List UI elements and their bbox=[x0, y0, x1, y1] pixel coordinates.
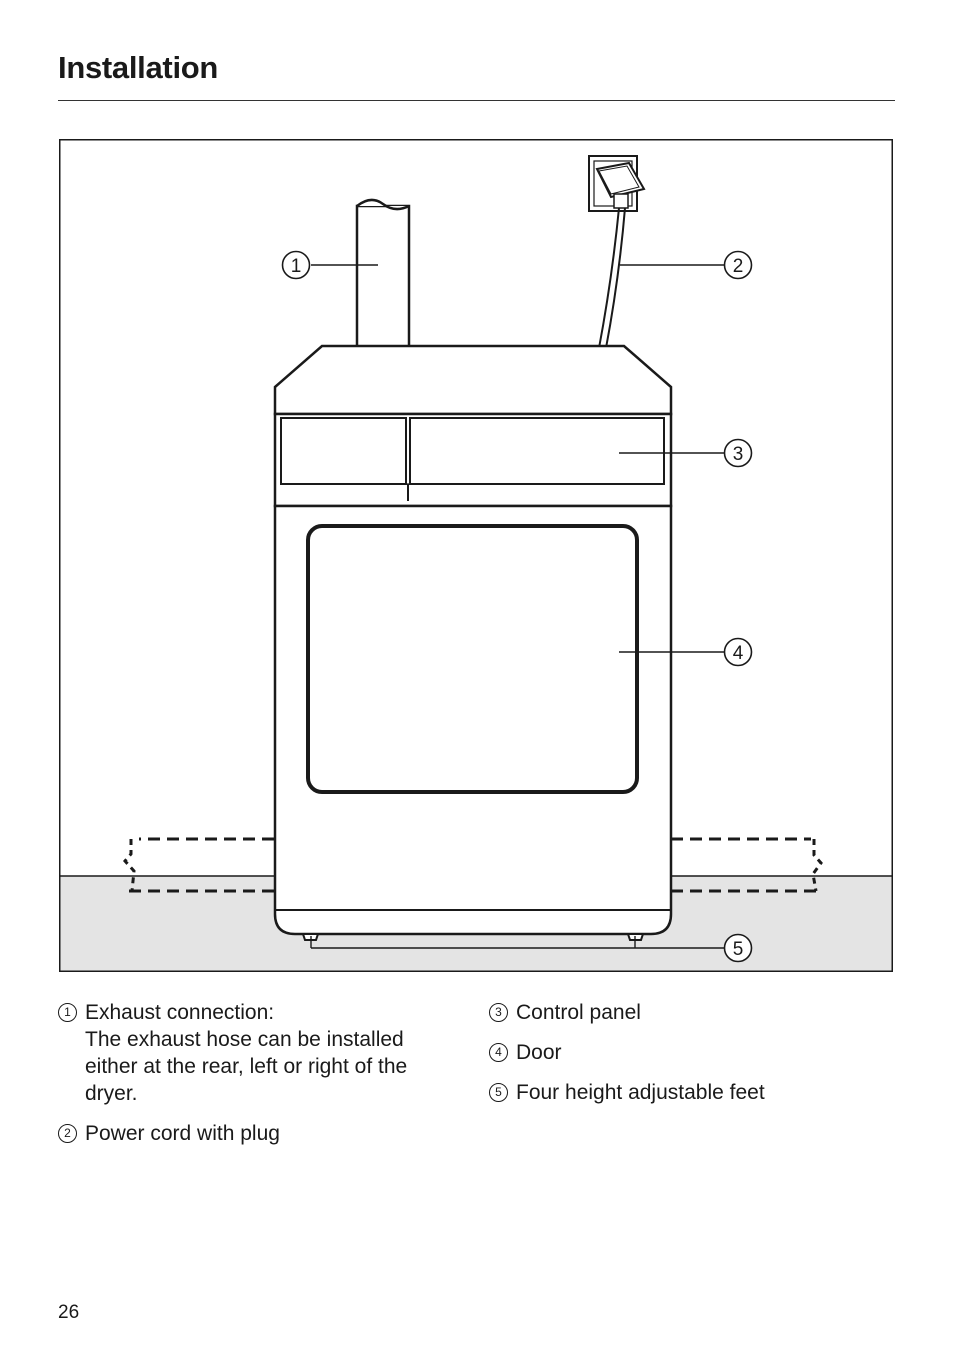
callout-marker-3: 3 bbox=[723, 438, 753, 468]
power-cord bbox=[598, 207, 626, 349]
legend-item-exhaust-connection: 1 Exhaust connection: The exhaust hose c… bbox=[58, 999, 458, 1107]
dryer bbox=[273, 344, 673, 941]
legend-item-control-panel: 3 Control panel bbox=[489, 999, 909, 1026]
legend-left-column: 1 Exhaust connection: The exhaust hose c… bbox=[58, 999, 458, 1147]
page-number: 26 bbox=[58, 1302, 80, 1323]
legend-number-badge: 1 bbox=[58, 1003, 77, 1022]
callout-marker-5: 5 bbox=[723, 933, 753, 963]
legend-item-adjustable-feet: 5 Four height adjustable feet bbox=[489, 1079, 909, 1106]
callout-number: 2 bbox=[733, 256, 744, 277]
installation-diagram: 1 2 3 4 5 bbox=[59, 139, 893, 972]
title-divider bbox=[58, 100, 895, 101]
callout-marker-4: 4 bbox=[723, 637, 753, 667]
page-title: Installation bbox=[58, 50, 219, 85]
control-panel-left bbox=[280, 417, 407, 485]
callout-leaders bbox=[310, 264, 724, 949]
legend-right-column: 3 Control panel 4 Door 5 Four height adj… bbox=[489, 999, 909, 1106]
alternative-exhaust-path-right bbox=[671, 837, 823, 893]
callout-number: 4 bbox=[733, 643, 744, 664]
legend-label: Power cord with plug bbox=[85, 1122, 280, 1145]
callout-number: 1 bbox=[291, 256, 302, 277]
dryer-door bbox=[306, 524, 639, 794]
callout-number: 3 bbox=[733, 444, 744, 465]
legend-item-door: 4 Door bbox=[489, 1039, 909, 1066]
legend-label: Door bbox=[516, 1041, 562, 1064]
alternative-exhaust-path-left bbox=[123, 837, 274, 893]
legend-number-badge: 5 bbox=[489, 1083, 508, 1102]
control-panel-display bbox=[409, 417, 665, 485]
legend-description: The exhaust hose can be installed either… bbox=[85, 1028, 408, 1105]
exhaust-pipe bbox=[355, 198, 411, 350]
callout-number: 5 bbox=[733, 939, 744, 960]
wall-socket bbox=[588, 155, 646, 212]
callout-marker-2: 2 bbox=[723, 250, 753, 280]
legend-number-badge: 2 bbox=[58, 1124, 77, 1143]
legend-item-power-cord: 2 Power cord with plug bbox=[58, 1120, 458, 1147]
legend-label: Exhaust connection: bbox=[85, 1001, 275, 1024]
legend-label: Control panel bbox=[516, 1001, 641, 1024]
callout-marker-1: 1 bbox=[281, 250, 311, 280]
dryer-illustration: 1 2 3 4 5 bbox=[59, 139, 893, 972]
legend-number-badge: 4 bbox=[489, 1043, 508, 1062]
legend-label: Four height adjustable feet bbox=[516, 1081, 765, 1104]
legend-number-badge: 3 bbox=[489, 1003, 508, 1022]
